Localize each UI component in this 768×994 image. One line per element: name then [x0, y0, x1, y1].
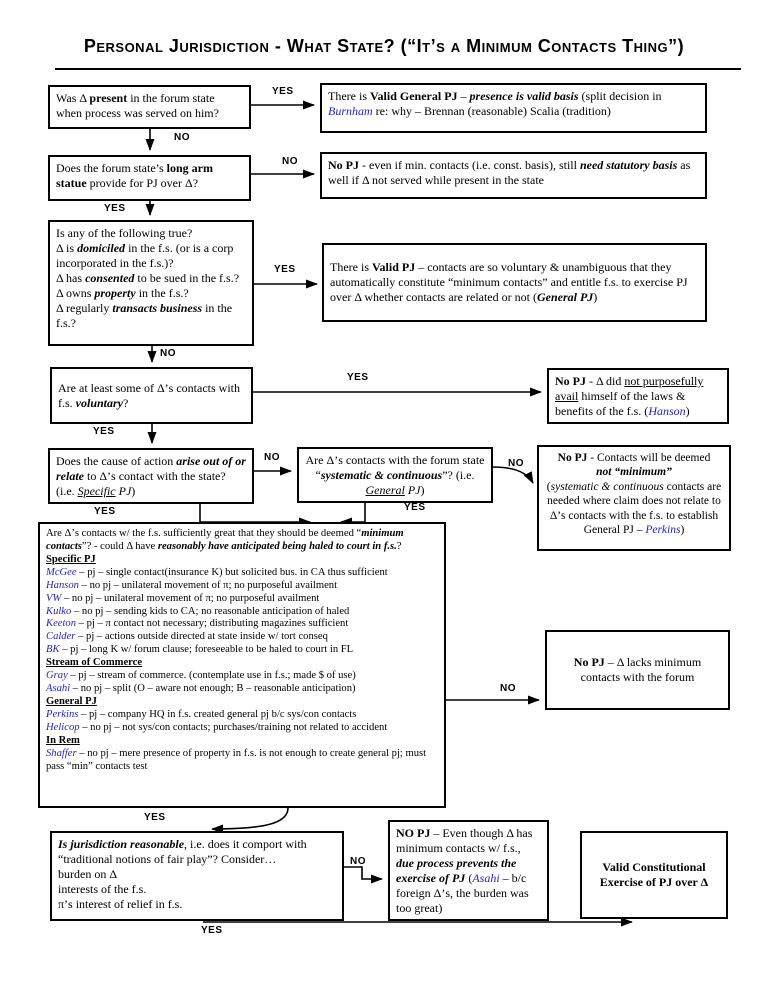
question-box-present-in-forum: Was Δ present in the forum state when pr… — [48, 85, 251, 129]
label-yes-present: YES — [272, 86, 294, 97]
label-yes-longarm: YES — [104, 203, 126, 214]
question-box-voluntary-contacts: Are at least some of Δ’s contacts with f… — [50, 367, 253, 424]
label-no-longarm: NO — [282, 156, 298, 167]
label-yes-voluntary: YES — [347, 372, 369, 383]
label-no-present: NO — [174, 132, 190, 143]
minimum-contacts-case-list-box: Are Δ’s contacts w/ the f.s. sufficientl… — [38, 522, 446, 808]
label-yes-systematic: YES — [404, 502, 426, 513]
arrow-specific-yes — [199, 504, 311, 527]
result-box-no-pj-hanson: No PJ - Δ did not purposefully avail him… — [547, 368, 729, 424]
arrow-minimum-yes — [211, 807, 289, 834]
question-box-systematic-continuous: Are Δ’s contacts with the forum state “s… — [297, 447, 493, 503]
arrow-systematic-yes — [340, 503, 366, 527]
label-no-minimum: NO — [500, 683, 516, 694]
result-box-no-pj-due-process-asahi: NO PJ – Even though Δ has minimum contac… — [388, 820, 549, 921]
arrow-systematic-no — [492, 466, 534, 484]
label-yes-basis: YES — [274, 264, 296, 275]
result-box-no-pj-need-statutory-basis: No PJ - even if min. contacts (i.e. cons… — [320, 152, 707, 199]
question-box-traditional-bases: Is any of the following true?Δ is domici… — [48, 220, 254, 346]
result-box-valid-general-pj-presence: There is Valid General PJ – presence is … — [320, 83, 707, 133]
page-title: Personal Jurisdiction - What State? (“It… — [83, 36, 685, 56]
question-box-jurisdiction-reasonable: Is jurisdiction reasonable, i.e. does it… — [50, 831, 344, 921]
label-yes-voluntary-down: YES — [93, 426, 115, 437]
label-yes-specific: YES — [94, 506, 116, 517]
label-yes-minimum: YES — [144, 812, 166, 823]
label-no-basis: NO — [160, 348, 176, 359]
question-box-long-arm-statute: Does the forum state’s long arm statue p… — [48, 155, 251, 201]
label-no-systematic: NO — [508, 458, 524, 469]
label-no-specific: NO — [264, 452, 280, 463]
title-underline — [55, 68, 741, 70]
label-yes-reasonable: YES — [201, 925, 223, 936]
result-box-valid-pj-voluntary-contacts: There is Valid PJ – contacts are so volu… — [322, 243, 707, 322]
question-box-specific-pj: Does the cause of action arise out of or… — [48, 448, 254, 504]
label-no-reasonable: NO — [350, 856, 366, 867]
arrow-reasonable-no — [344, 866, 383, 884]
result-box-no-pj-lacks-minimum-contacts: No PJ – Δ lacks minimum contacts with th… — [545, 630, 730, 710]
result-box-valid-constitutional-exercise: Valid Constitutional Exercise of PJ over… — [580, 831, 728, 919]
